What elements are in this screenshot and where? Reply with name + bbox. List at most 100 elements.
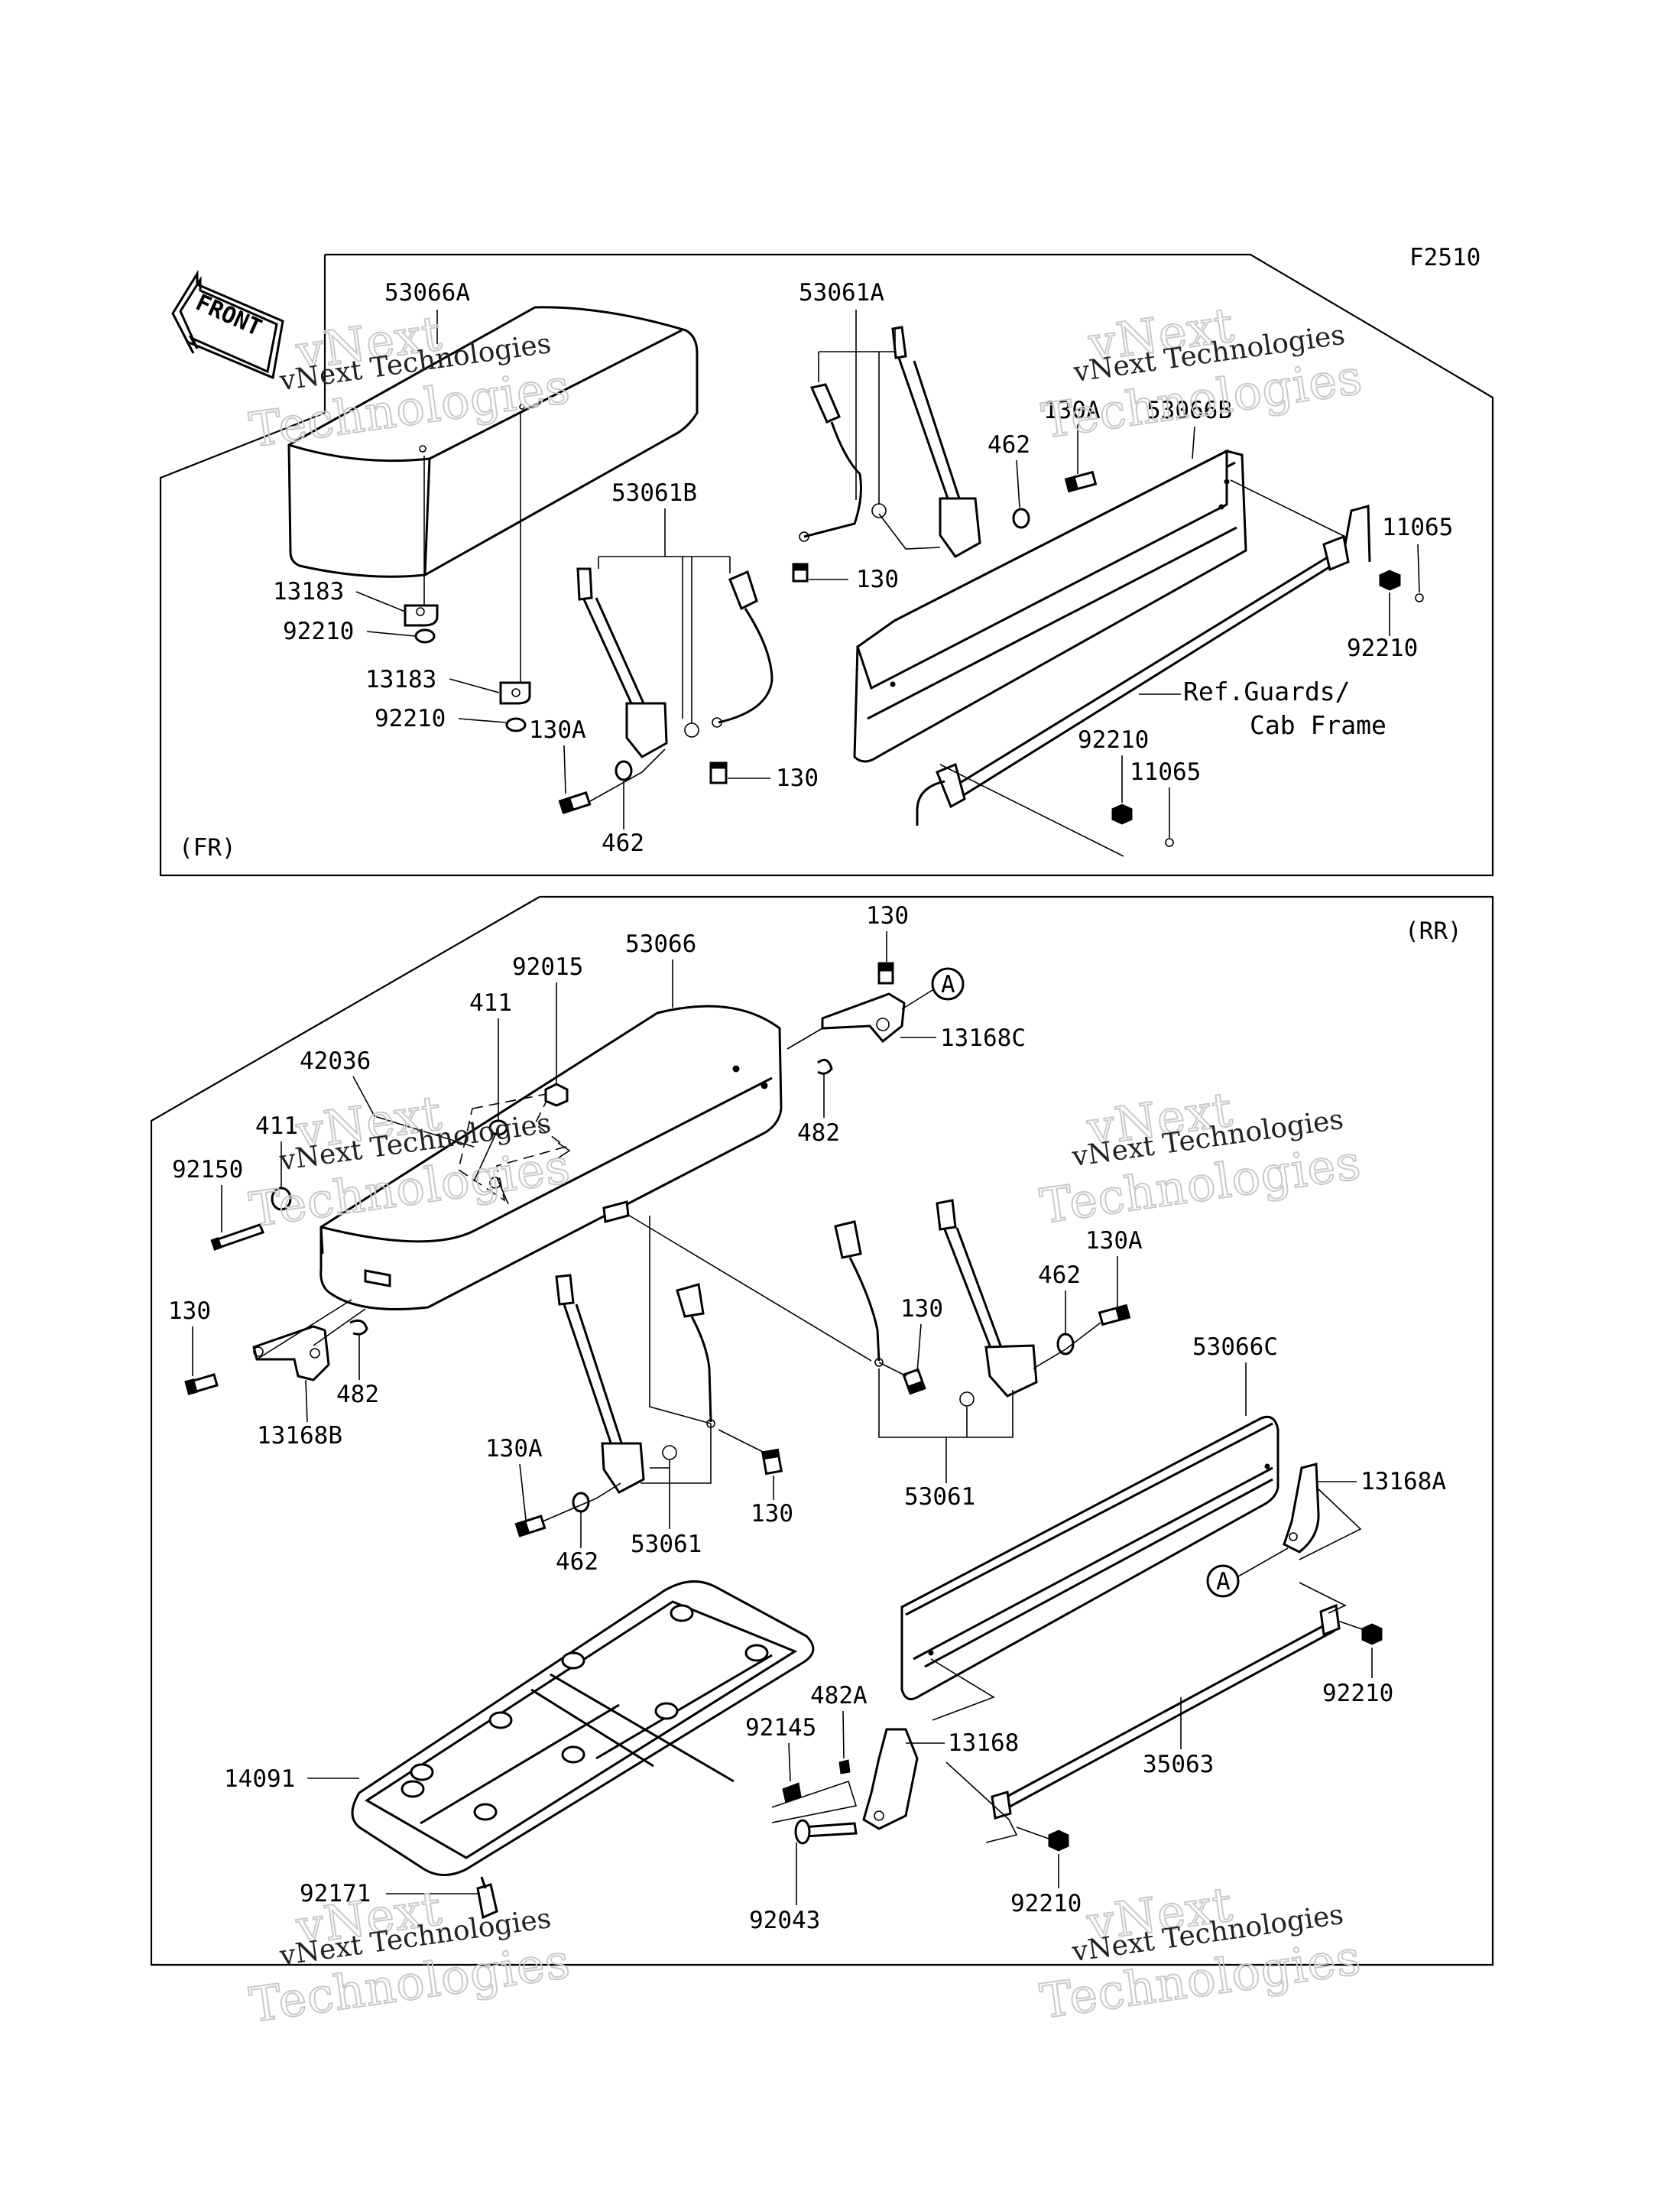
rear-clip-482-left (349, 1319, 368, 1336)
label-42036: 42036 (300, 1047, 371, 1075)
label-11065-right: 11065 (1382, 514, 1453, 541)
rear-bolt-130-top (877, 962, 894, 985)
front-guard-53066B (853, 449, 1247, 763)
svg-text:A: A (1216, 1568, 1231, 1596)
rear-bolt-130-left (184, 1373, 219, 1395)
front-guard-bar (916, 505, 1371, 826)
rear-bracket-13168B (252, 1325, 330, 1381)
front-bolt-130A-top (1064, 470, 1098, 493)
label-411-a: 411 (469, 989, 512, 1017)
label-rr-92210-right: 92210 (1322, 1680, 1393, 1707)
rear-bracket-13168 (862, 1728, 919, 1830)
front-washer-462-top (1012, 508, 1030, 529)
rear-floor-mat-14091 (351, 1580, 815, 1876)
label-53061A: 53061A (799, 279, 884, 307)
label-rr-482-left: 482 (336, 1381, 379, 1408)
label-rr-130-mid: 130 (900, 1295, 943, 1323)
rear-pin-92043 (794, 1819, 858, 1845)
figure-code: F2510 (1409, 244, 1481, 271)
label-13183-a: 13183 (273, 578, 344, 606)
watermark-bottom-right: vNext vNext Technologies Technologies (1036, 1875, 1365, 2030)
label-53066B: 53066B (1146, 397, 1232, 424)
watermark-top-right: vNext vNext Technologies Technologies (1037, 296, 1366, 450)
front-bolt-130-top (792, 563, 809, 583)
front-bolt-130-mid (709, 761, 728, 784)
label-13168A: 13168A (1361, 1468, 1446, 1495)
label-cab-frame: Cab Frame (1250, 710, 1386, 740)
label-92210-right: 92210 (1347, 635, 1418, 662)
front-cap-11065-bottom (1165, 838, 1174, 847)
label-13168B: 13168B (257, 1422, 342, 1450)
label-ref-guards: Ref.Guards/ (1183, 677, 1351, 706)
rear-guard-53066C (900, 1415, 1279, 1700)
reference-marker-a-top: A (931, 967, 965, 1001)
label-53061-left: 53061 (631, 1531, 702, 1558)
label-411-b: 411 (255, 1112, 298, 1140)
rear-bolt-92150 (210, 1223, 264, 1251)
section-tag-rear: (RR) (1405, 917, 1462, 945)
label-92015: 92015 (512, 953, 583, 981)
label-92150: 92150 (172, 1156, 243, 1183)
front-seat-belt-53061A (799, 326, 981, 558)
rear-seat-belt-right (834, 1199, 1038, 1407)
rear-nut-92210-bottom (1048, 1830, 1069, 1852)
rear-nut-92015 (544, 1083, 569, 1107)
rear-bolt-130A-right (1098, 1304, 1131, 1326)
section-tag-front: (FR) (179, 834, 236, 862)
label-462-top: 462 (988, 431, 1030, 459)
label-rr-462-right: 462 (1038, 1261, 1081, 1289)
label-rr-130-left: 130 (168, 1297, 211, 1325)
label-482-top: 482 (797, 1119, 840, 1147)
label-rr-462-bottom: 462 (556, 1548, 598, 1576)
reference-marker-a-bottom: A (1206, 1564, 1240, 1598)
label-rr-92210-bottom: 92210 (1010, 1890, 1082, 1917)
label-rr-130-top: 130 (866, 902, 909, 930)
front-bracket-13183-a (404, 604, 439, 627)
label-92043: 92043 (749, 1907, 820, 1934)
rear-section-frame (150, 895, 1494, 1966)
label-53061-right: 53061 (904, 1483, 975, 1511)
label-13183-b: 13183 (365, 666, 436, 693)
front-cap-11065-right (1415, 593, 1424, 602)
label-13168: 13168 (948, 1729, 1019, 1757)
label-130A-top: 130A (1043, 397, 1101, 424)
label-53066: 53066 (625, 930, 696, 958)
rear-washer-462-right (1056, 1333, 1075, 1355)
rear-bracket-13168C (821, 992, 906, 1044)
rear-bolt-130-mid (902, 1368, 926, 1395)
front-nut-92210-mid (1111, 804, 1133, 825)
front-seat-cushion (287, 306, 699, 578)
label-92210-mid: 92210 (1078, 726, 1149, 754)
label-53061B: 53061B (611, 479, 697, 507)
rear-seat-belt-left (555, 1274, 715, 1494)
rear-clip-482A (838, 1759, 851, 1774)
label-130-mid: 130 (776, 765, 819, 792)
front-nut-92210-b (505, 717, 527, 732)
label-92171: 92171 (300, 1880, 371, 1907)
mat-bumps (401, 1604, 769, 1821)
rear-bar-35063 (991, 1603, 1341, 1820)
front-bracket-13183-b (499, 681, 531, 705)
front-section-frame (159, 253, 1494, 877)
rear-clip-482-top (817, 1058, 833, 1075)
label-13168C: 13168C (940, 1024, 1026, 1052)
label-35063: 35063 (1143, 1751, 1214, 1778)
label-11065-bottom: 11065 (1130, 758, 1201, 786)
label-53066C: 53066C (1192, 1333, 1278, 1361)
front-bolt-130A-bottom (558, 791, 592, 815)
rear-bracket-13168A (1283, 1463, 1320, 1554)
label-53066A: 53066A (384, 279, 470, 307)
label-rr-130-right: 130 (751, 1500, 793, 1528)
rear-washer-411-b (271, 1187, 292, 1211)
rear-bolt-92145 (782, 1782, 802, 1804)
label-92210-a: 92210 (283, 618, 354, 645)
watermark-mid-left: vNext vNext Technologies Technologies (245, 1084, 574, 1239)
front-washer-462-bottom (615, 760, 633, 781)
label-14091: 14091 (224, 1765, 295, 1793)
label-482A: 482A (810, 1682, 868, 1709)
front-arrow-icon: FRONT (171, 269, 284, 380)
label-rr-130A: 130A (1085, 1227, 1143, 1255)
rear-bolt-130A-left (514, 1515, 546, 1537)
svg-text:A: A (941, 971, 955, 998)
front-nut-92210-a (414, 628, 436, 644)
